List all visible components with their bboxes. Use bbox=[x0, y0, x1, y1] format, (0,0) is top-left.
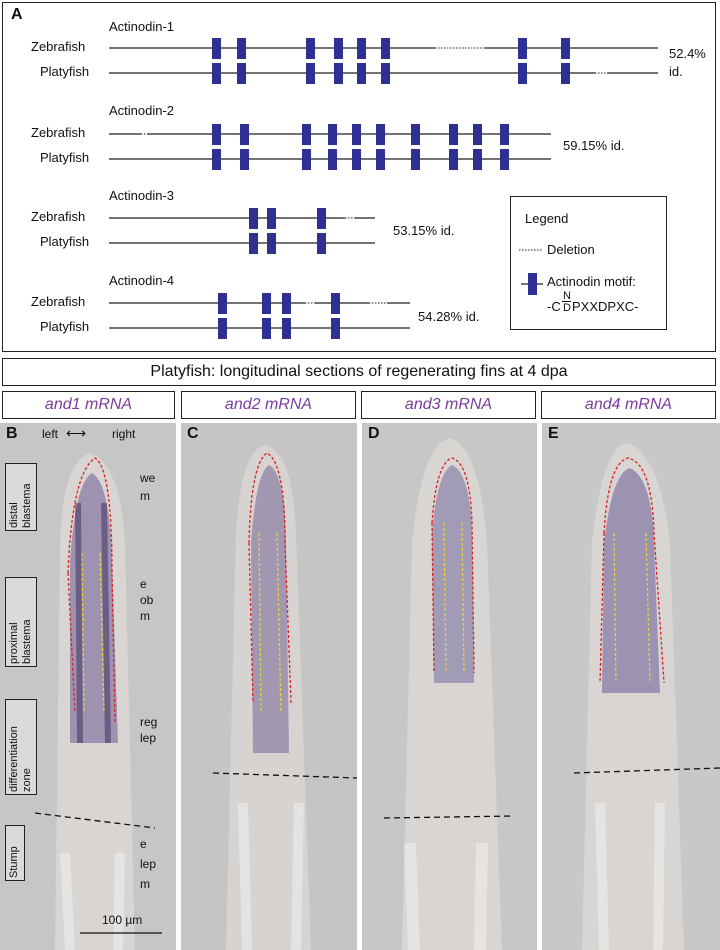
and3-motifs bbox=[249, 208, 326, 254]
identity-and4: 54.28% id. bbox=[418, 309, 480, 324]
fin-section-c bbox=[181, 423, 357, 950]
label-e: e bbox=[140, 577, 147, 591]
left-right-arrow-icon: ⟷ bbox=[66, 425, 87, 441]
zone-differentiation: differentiation zone bbox=[5, 699, 37, 795]
label-e: e bbox=[140, 837, 147, 851]
motif-prefix: -C bbox=[547, 299, 561, 314]
header-and3-mrna: and3 mRNA bbox=[361, 391, 536, 419]
species-label-zebrafish: Zebrafish bbox=[31, 39, 86, 54]
header-and2-mrna: and2 mRNA bbox=[181, 391, 356, 419]
label-ob: ob bbox=[140, 593, 154, 607]
label-we: we bbox=[140, 471, 156, 485]
motif-suffix: PXXDPXC- bbox=[572, 299, 639, 314]
micrograph-panel-d: D bbox=[362, 423, 537, 950]
gene-structure-diagram bbox=[109, 38, 658, 339]
orientation-left: left bbox=[42, 427, 59, 441]
legend-motif-label: Actinodin motif: bbox=[547, 274, 636, 289]
panel-letter-e: E bbox=[548, 425, 559, 442]
species-label-platyfish: Platyfish bbox=[40, 150, 90, 165]
legend-deletion-label: Deletion bbox=[547, 242, 595, 257]
identity-and3: 53.15% id. bbox=[393, 223, 455, 238]
micrograph-panel-b: B left right ⟷ distal blastema proximal … bbox=[0, 423, 176, 950]
panel-letter-c: C bbox=[187, 425, 199, 442]
fin-section-d bbox=[362, 423, 537, 950]
species-label-zebrafish: Zebrafish bbox=[31, 125, 86, 140]
identity-and1: 52.4% id. bbox=[669, 46, 706, 79]
panel-letter-b: B bbox=[6, 425, 18, 442]
orientation-right: right bbox=[112, 427, 136, 441]
label-m: m bbox=[140, 877, 150, 891]
legend-box: Legend Deletion Actinodin motif: -C N D … bbox=[510, 196, 667, 330]
species-label-zebrafish: Zebrafish bbox=[31, 209, 86, 224]
panel-letter-a: A bbox=[11, 6, 23, 23]
label-lep: lep bbox=[140, 857, 157, 871]
header-and1-mrna: and1 mRNA bbox=[2, 391, 175, 419]
gene-name-and3: Actinodin-3 bbox=[109, 188, 175, 203]
species-label-platyfish: Platyfish bbox=[40, 319, 90, 334]
fin-section-e bbox=[542, 423, 720, 950]
micrograph-panel-c: C bbox=[181, 423, 357, 950]
legend-title: Legend bbox=[525, 211, 569, 226]
motif-variant-n: N bbox=[563, 290, 571, 302]
species-label-platyfish: Platyfish bbox=[40, 234, 90, 249]
label-lep: lep bbox=[140, 731, 157, 745]
sections-banner: Platyfish: longitudinal sections of rege… bbox=[2, 358, 716, 386]
zone-proximal-blastema: proximal blastema bbox=[5, 577, 37, 667]
legend-motif-swatch bbox=[521, 273, 543, 295]
motif-variant-d: D bbox=[563, 302, 571, 314]
fin-section-b bbox=[0, 423, 176, 950]
and1-motifs bbox=[212, 38, 570, 84]
gene-name-and4: Actinodin-4 bbox=[109, 273, 175, 288]
species-label-platyfish: Platyfish bbox=[40, 64, 90, 79]
identity-and2: 59.15% id. bbox=[563, 138, 625, 153]
zone-stump: Stump bbox=[5, 825, 25, 881]
legend-deletion-swatch bbox=[519, 249, 543, 251]
scale-bar-label: 100 µm bbox=[102, 913, 143, 927]
and2-motifs bbox=[212, 124, 509, 170]
micrograph-panel-e: E bbox=[542, 423, 720, 950]
gene-name-and2: Actinodin-2 bbox=[109, 103, 175, 118]
label-m: m bbox=[140, 609, 150, 623]
zone-distal-blastema: distal blastema bbox=[5, 463, 37, 531]
species-label-zebrafish: Zebrafish bbox=[31, 294, 86, 309]
panel-letter-d: D bbox=[368, 425, 380, 442]
and4-motifs bbox=[218, 293, 340, 339]
gene-name-and1: Actinodin-1 bbox=[109, 19, 175, 34]
panel-a-gene-structure: A bbox=[2, 2, 716, 352]
label-reg: reg bbox=[140, 715, 158, 729]
label-m: m bbox=[140, 489, 150, 503]
header-and4-mrna: and4 mRNA bbox=[541, 391, 716, 419]
